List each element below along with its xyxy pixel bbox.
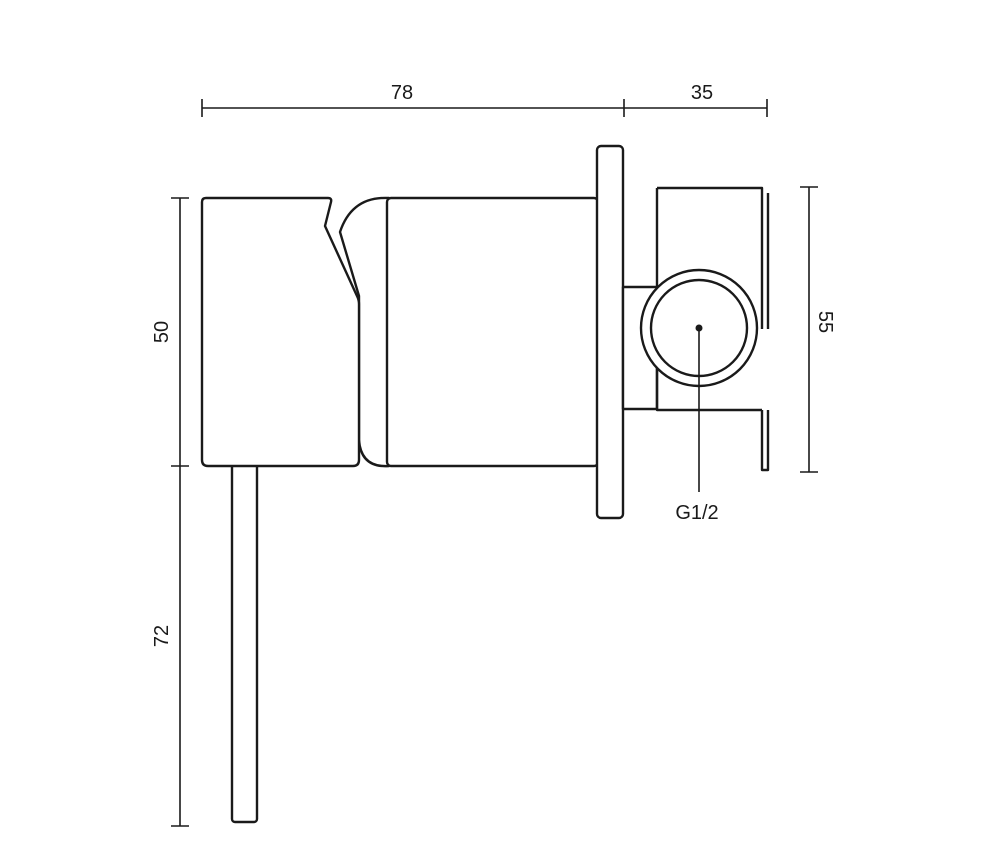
lever-handle (200, 196, 361, 468)
wall-plate (595, 144, 625, 520)
dimension-72: 72 (151, 466, 189, 827)
dim-72-label: 72 (151, 625, 173, 647)
dimension-35: 35 (624, 82, 768, 117)
dimension-55: 55 (800, 186, 836, 473)
lever-stem (230, 462, 259, 824)
dim-35-label: 35 (691, 82, 713, 104)
thread-label: G1/2 (675, 502, 718, 524)
mounting-flange (760, 410, 770, 472)
dim-50-label: 50 (151, 321, 173, 343)
valve-body (385, 196, 600, 468)
dim-78-label: 78 (391, 82, 413, 104)
dimension-78: 78 (201, 82, 625, 117)
rear-housing (655, 186, 764, 412)
dim-55-label: 55 (814, 311, 836, 333)
dimension-50: 50 (151, 197, 189, 467)
